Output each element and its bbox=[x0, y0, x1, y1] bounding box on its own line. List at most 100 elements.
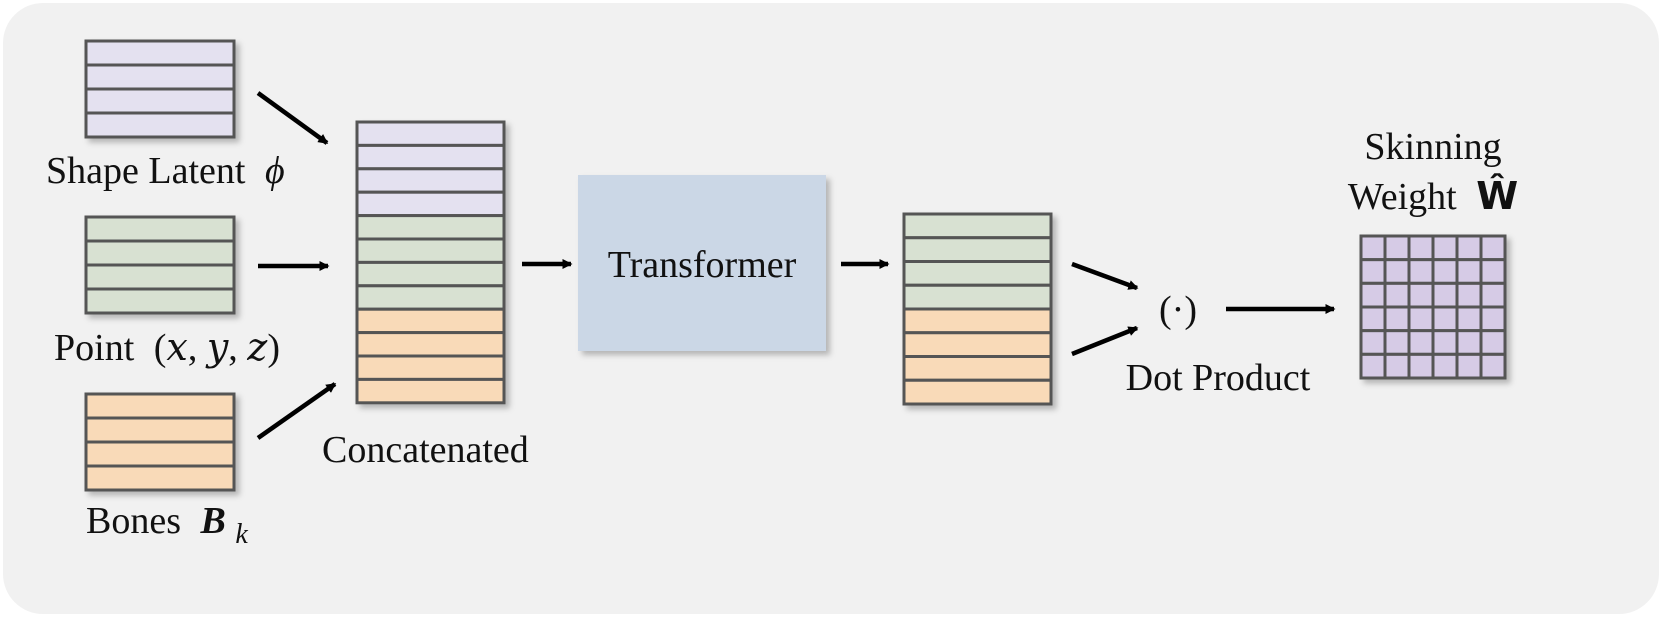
skinning-grid-cell bbox=[1407, 329, 1435, 356]
skinning-grid-cell bbox=[1479, 258, 1507, 285]
skinning-grid-cell bbox=[1383, 258, 1411, 285]
output-stack-row bbox=[902, 331, 1053, 358]
shape-latent-stack bbox=[84, 39, 236, 139]
arrow-shape-to-concat bbox=[256, 91, 329, 145]
point-stack-row bbox=[84, 263, 236, 291]
bones-subscript: k bbox=[235, 519, 248, 550]
concatenated-stack-row bbox=[355, 354, 506, 381]
skinning-grid-cell bbox=[1407, 281, 1435, 309]
concatenated-stack-row bbox=[355, 237, 506, 264]
skinning-grid-cell bbox=[1431, 281, 1459, 309]
concatenated-stack-row bbox=[355, 214, 506, 241]
skinning-grid-cell bbox=[1431, 234, 1459, 262]
skinning-grid-cell bbox=[1359, 352, 1387, 380]
concatenated-stack-row bbox=[355, 120, 506, 147]
point-stack-row bbox=[84, 287, 236, 315]
skinning-grid-cell bbox=[1359, 305, 1387, 333]
point-stack bbox=[84, 215, 236, 315]
skinning-grid-cell bbox=[1383, 234, 1411, 262]
shape-latent-stack-row bbox=[84, 111, 236, 139]
point-text: Point bbox=[54, 327, 135, 369]
shape-latent-symbol: ϕ bbox=[265, 150, 285, 192]
bones-stack-row bbox=[84, 464, 236, 492]
dot-product-label: Dot Product bbox=[1126, 357, 1311, 399]
skinning-grid-cell bbox=[1431, 329, 1459, 356]
bones-stack-row bbox=[84, 392, 236, 420]
concatenated-stack-row bbox=[355, 167, 506, 194]
skinning-label-line2: Weight Ŵ bbox=[1348, 174, 1518, 218]
concatenated-stack-row bbox=[355, 190, 506, 218]
skinning-grid-cell bbox=[1455, 329, 1483, 356]
skinning-grid-cell bbox=[1359, 281, 1387, 309]
concatenated-stack-row bbox=[355, 331, 506, 358]
bones-stack bbox=[84, 392, 236, 492]
bones-symbol: B bbox=[200, 500, 226, 542]
output-stack-row bbox=[902, 283, 1053, 311]
skinning-grid-cell bbox=[1479, 329, 1507, 356]
bones-text: Bones bbox=[86, 500, 181, 542]
shape-latent-label: Shape Latent ϕ bbox=[46, 150, 285, 192]
output-stack-row bbox=[902, 212, 1053, 240]
concatenated-stack-row bbox=[355, 377, 506, 405]
skinning-grid-cell bbox=[1383, 305, 1411, 333]
concatenated-stack-row bbox=[355, 143, 506, 171]
stacks-layer bbox=[84, 39, 1053, 492]
skinning-grid-cell bbox=[1455, 258, 1483, 285]
skinning-grid-cell bbox=[1455, 352, 1483, 380]
skinning-grid-cell bbox=[1455, 234, 1483, 262]
skinning-weight-grid bbox=[1359, 234, 1507, 380]
skinning-weight-symbol: Ŵ bbox=[1476, 174, 1518, 218]
point-label: Point (𝑥, 𝑦, 𝑧) bbox=[54, 327, 280, 369]
skinning-weight-text: Weight bbox=[1348, 176, 1457, 218]
point-stack-row bbox=[84, 215, 236, 243]
dot-symbol: (·) bbox=[1159, 289, 1197, 331]
skinning-grid-cell bbox=[1383, 329, 1411, 356]
skinning-grid-cell bbox=[1407, 305, 1435, 333]
skinning-grid-cell bbox=[1407, 258, 1435, 285]
output-stack-row bbox=[902, 236, 1053, 263]
shape-latent-text: Shape Latent bbox=[46, 150, 246, 192]
skinning-grid-cell bbox=[1479, 305, 1507, 333]
skinning-grid-cell bbox=[1431, 352, 1459, 380]
bones-stack-row bbox=[84, 440, 236, 468]
output-stack-row bbox=[902, 355, 1053, 382]
output-stack-row bbox=[902, 307, 1053, 335]
concatenated-stack-row bbox=[355, 260, 506, 288]
arrow-output-to-dot-upper bbox=[1071, 261, 1139, 291]
output-stack-row bbox=[902, 378, 1053, 406]
arrow-output-to-dot-lower bbox=[1071, 325, 1139, 357]
skinning-grid-cell bbox=[1359, 258, 1387, 285]
skinning-grid-cell bbox=[1407, 234, 1435, 262]
arrow-bones-to-concat bbox=[256, 382, 337, 440]
output-stack-row bbox=[902, 260, 1053, 287]
skinning-grid-cell bbox=[1479, 281, 1507, 309]
concatenated-stack-row bbox=[355, 307, 506, 335]
point-coords: (𝑥, 𝑦, 𝑧) bbox=[154, 327, 280, 369]
shape-latent-stack-row bbox=[84, 87, 236, 115]
concatenated-stack bbox=[355, 120, 506, 405]
transformer-label: Transformer bbox=[608, 244, 797, 286]
skinning-grid-cell bbox=[1431, 258, 1459, 285]
transformer-block bbox=[578, 175, 826, 351]
skinning-grid-cells bbox=[1359, 234, 1507, 380]
shape-latent-stack-row bbox=[84, 63, 236, 91]
skinning-grid-cell bbox=[1383, 352, 1411, 380]
skinning-label-line1: Skinning bbox=[1364, 126, 1501, 168]
skinning-grid-cell bbox=[1359, 329, 1387, 356]
point-stack-row bbox=[84, 239, 236, 267]
bones-stack-row bbox=[84, 416, 236, 444]
skinning-grid-cell bbox=[1455, 305, 1483, 333]
skinning-grid-cell bbox=[1479, 352, 1507, 380]
skinning-grid-cell bbox=[1479, 234, 1507, 262]
skinning-grid-cell bbox=[1359, 234, 1387, 262]
concatenated-stack-row bbox=[355, 284, 506, 311]
skinning-grid-cell bbox=[1407, 352, 1435, 380]
skinning-grid-cell bbox=[1431, 305, 1459, 333]
skinning-grid-cell bbox=[1383, 281, 1411, 309]
shape-latent-stack-row bbox=[84, 39, 236, 67]
bones-label: Bones B k bbox=[86, 500, 248, 550]
concatenated-label: Concatenated bbox=[322, 429, 529, 471]
skinning-grid-cell bbox=[1455, 281, 1483, 309]
